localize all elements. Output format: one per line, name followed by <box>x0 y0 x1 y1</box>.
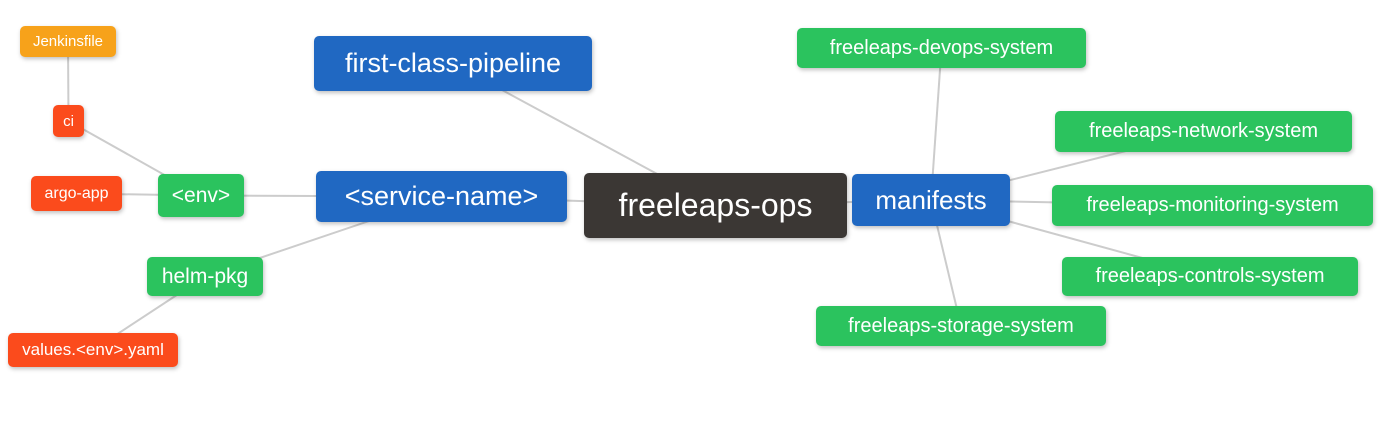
node-freeleaps-storage-system[interactable]: freeleaps-storage-system <box>816 306 1106 346</box>
node-freeleaps-network-system[interactable]: freeleaps-network-system <box>1055 111 1352 152</box>
node-manifests[interactable]: manifests <box>852 174 1010 226</box>
node-argo-app[interactable]: argo-app <box>31 176 122 211</box>
node-first-class-pipeline[interactable]: first-class-pipeline <box>314 36 592 91</box>
node-freeleaps-monitoring-system[interactable]: freeleaps-monitoring-system <box>1052 185 1373 226</box>
node-freeleaps-devops-system[interactable]: freeleaps-devops-system <box>797 28 1086 68</box>
node-freeleaps-controls-system[interactable]: freeleaps-controls-system <box>1062 257 1358 296</box>
node-service-name[interactable]: <service-name> <box>316 171 567 222</box>
node-values-env-yaml[interactable]: values.<env>.yaml <box>8 333 178 367</box>
node-freeleaps-ops[interactable]: freeleaps-ops <box>584 173 847 238</box>
node-jenkinsfile[interactable]: Jenkinsfile <box>20 26 116 57</box>
node-helm-pkg[interactable]: helm-pkg <box>147 257 263 296</box>
node-env[interactable]: <env> <box>158 174 244 217</box>
node-ci[interactable]: ci <box>53 105 84 137</box>
